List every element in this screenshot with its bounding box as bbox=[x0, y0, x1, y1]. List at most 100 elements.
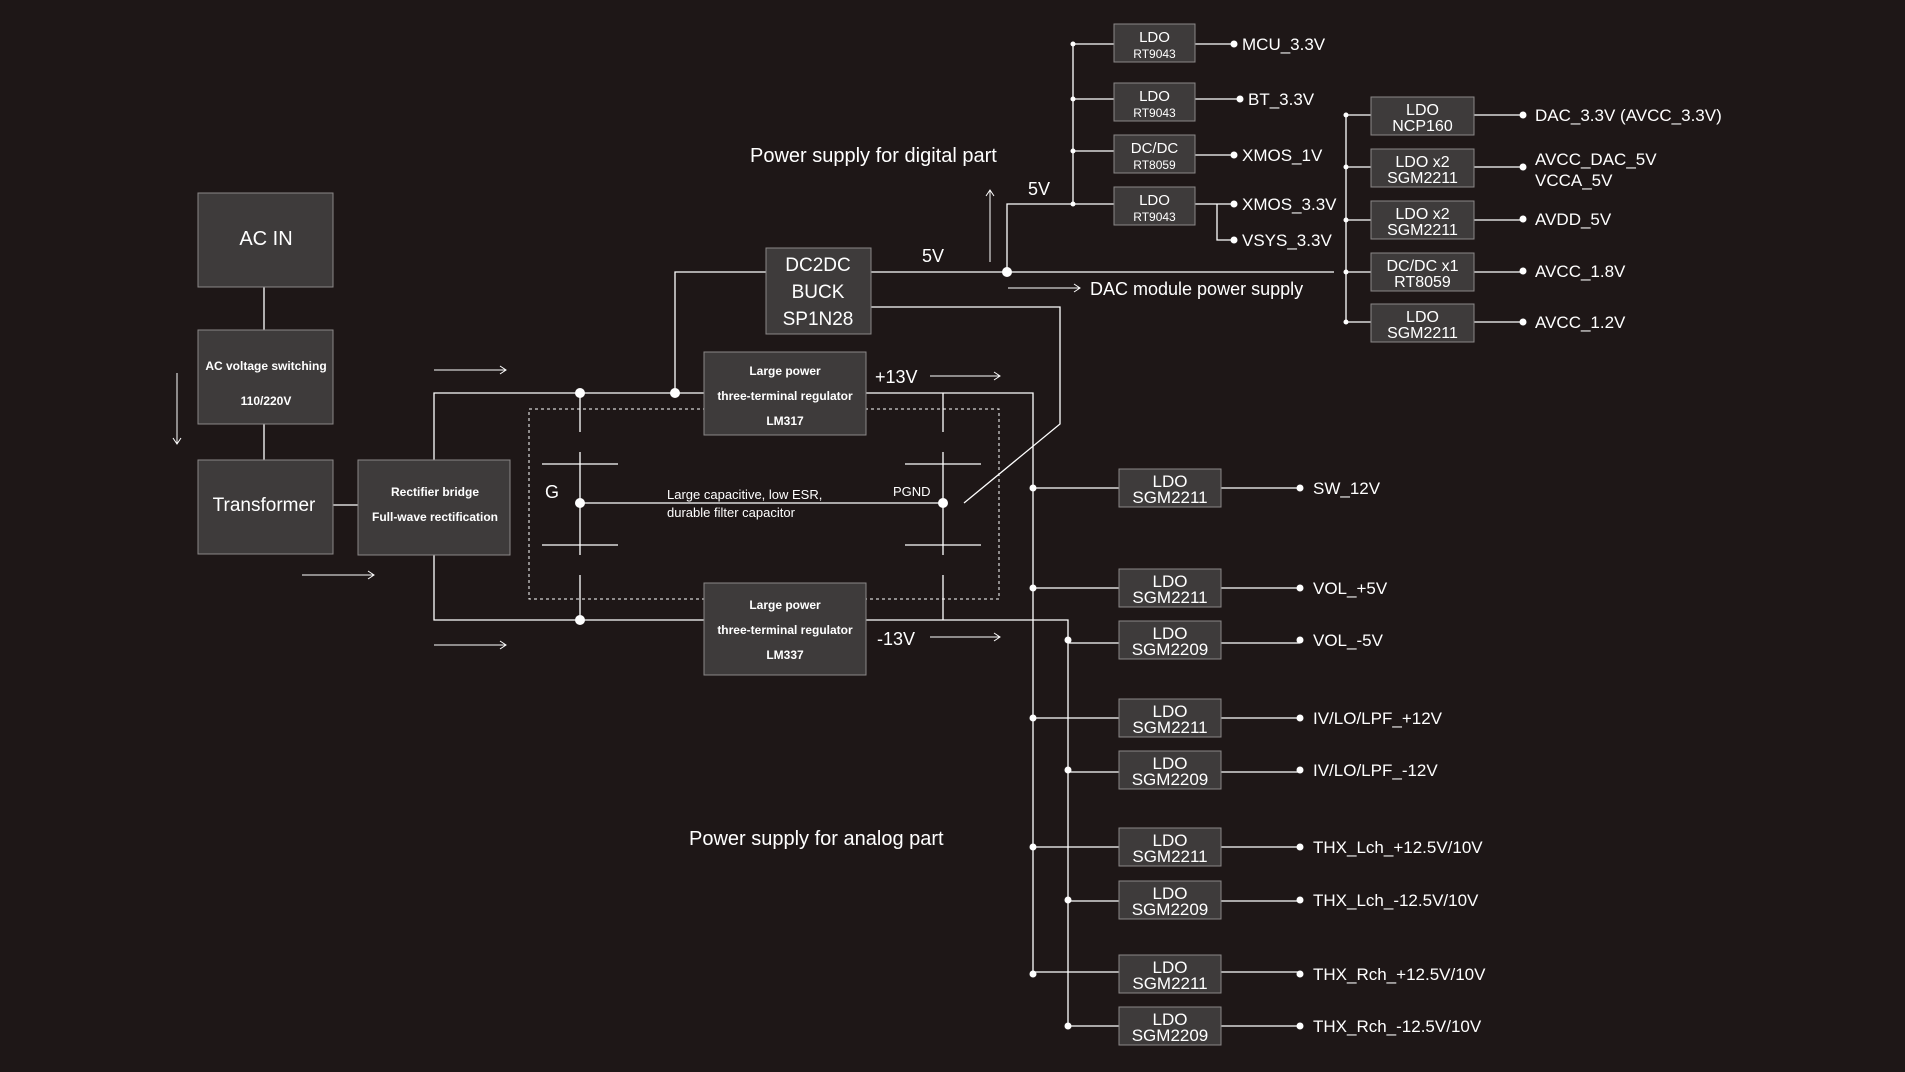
analog-ldo-7-rect bbox=[1118, 880, 1222, 920]
analog-ldo-2-rect bbox=[1118, 568, 1222, 608]
dac-ldo-3-rect bbox=[1370, 200, 1475, 240]
dac-ldo-1-part: NCP160 bbox=[1392, 118, 1453, 135]
digital-output-4-1: XMOS_3.3V bbox=[1242, 195, 1337, 214]
analog-output-dot-6 bbox=[1296, 843, 1304, 851]
dac-module-heading: DAC module power supply bbox=[1090, 279, 1303, 299]
dac-output-dot-5 bbox=[1519, 318, 1527, 326]
dac-output-dot-4 bbox=[1519, 267, 1527, 275]
digital-ldo-2-type: LDO bbox=[1139, 88, 1170, 105]
dac-ldo-5-part: SGM2211 bbox=[1387, 325, 1458, 342]
analog-bus-dot-4 bbox=[1029, 714, 1037, 722]
dac-ldo-5-type: LDO bbox=[1406, 309, 1439, 326]
analog-ldo-7-part: SGM2209 bbox=[1132, 900, 1209, 919]
dac-ldo-4-type: DC/DC x1 bbox=[1386, 258, 1458, 275]
digital-output-dot-2-1 bbox=[1236, 95, 1244, 103]
ground-g-label: G bbox=[545, 482, 559, 502]
analog-output-dot-9 bbox=[1296, 1022, 1304, 1030]
dac-ldo-5-rect bbox=[1370, 303, 1475, 343]
rectification-label: Full-wave rectification bbox=[372, 510, 498, 524]
digital-5v-label: 5V bbox=[1028, 179, 1050, 199]
digital-ldo-1-type: LDO bbox=[1139, 29, 1170, 46]
dac-ldo-2-type: LDO x2 bbox=[1395, 154, 1449, 171]
transformer-block: Transformer bbox=[197, 459, 334, 555]
dac-ldo-3-part: SGM2211 bbox=[1387, 222, 1458, 239]
digital-output-2-1: BT_3.3V bbox=[1248, 90, 1315, 109]
dac-output-3: AVDD_5V bbox=[1535, 210, 1612, 229]
digital-ldo-group: LDORT9043MCU_3.3VLDORT9043BT_3.3VDC/DCRT… bbox=[1113, 23, 1337, 250]
dac-output-2: AVCC_DAC_5V bbox=[1535, 150, 1657, 169]
dac-output-dot-2 bbox=[1519, 163, 1527, 171]
analog-bus-dot-6 bbox=[1029, 843, 1037, 851]
digital-ldo-1-rect bbox=[1113, 23, 1196, 63]
lm337-regulator: Large power three-terminal regulator LM3… bbox=[703, 582, 867, 676]
analog-bus-dot-1 bbox=[1029, 484, 1037, 492]
analog-ldo-1-rect bbox=[1118, 468, 1222, 508]
dac-ldo-4-rect bbox=[1370, 252, 1475, 292]
analog-output-9: THX_Rch_-12.5V/10V bbox=[1313, 1017, 1482, 1036]
analog-heading: Power supply for analog part bbox=[689, 828, 944, 850]
analog-output-7: THX_Lch_-12.5V/10V bbox=[1313, 891, 1479, 910]
analog-ldo-4-part: SGM2211 bbox=[1132, 718, 1207, 737]
analog-ldo-2-part: SGM2211 bbox=[1132, 588, 1207, 607]
analog-ldo-3-rect bbox=[1118, 620, 1222, 660]
dc2dc-line1: DC2DC bbox=[785, 255, 850, 276]
minus13v-label: -13V bbox=[877, 629, 915, 649]
digital-output-dot-1-1 bbox=[1230, 40, 1238, 48]
analog-output-dot-7 bbox=[1296, 896, 1304, 904]
analog-ldo-4-type: LDO bbox=[1153, 702, 1188, 721]
dac-output-dot-3 bbox=[1519, 215, 1527, 223]
analog-ldo-8-part: SGM2211 bbox=[1132, 974, 1207, 993]
lm317-line1: Large power bbox=[749, 364, 821, 378]
digital-ldo-1-part: RT9043 bbox=[1133, 47, 1176, 61]
analog-ldo-5-rect bbox=[1118, 750, 1222, 790]
digital-ldo-3-part: RT8059 bbox=[1133, 158, 1176, 172]
lm337-line1: Large power bbox=[749, 598, 821, 612]
ac-switching-label: AC voltage switching bbox=[205, 359, 326, 373]
analog-output-4: IV/LO/LPF_+12V bbox=[1313, 709, 1443, 728]
lm317-line3: LM317 bbox=[766, 414, 804, 428]
analog-output-5: IV/LO/LPF_-12V bbox=[1313, 761, 1438, 780]
rectifier-block: Rectifier bridge Full-wave rectification bbox=[357, 459, 511, 556]
analog-output-3: VOL_-5V bbox=[1313, 631, 1384, 650]
analog-ldo-8-rect bbox=[1118, 954, 1222, 994]
analog-output-2: VOL_+5V bbox=[1313, 579, 1388, 598]
analog-output-dot-3 bbox=[1296, 636, 1304, 644]
dc2dc-line2: BUCK bbox=[792, 282, 845, 303]
analog-output-dot-4 bbox=[1296, 714, 1304, 722]
digital-output-1-1: MCU_3.3V bbox=[1242, 35, 1326, 54]
analog-ldo-6-type: LDO bbox=[1153, 831, 1188, 850]
capacitor-caption-line2: durable filter capacitor bbox=[667, 505, 796, 520]
analog-ldo-6-rect bbox=[1118, 827, 1222, 867]
ac-in-block: AC IN bbox=[197, 192, 334, 288]
digital-ldo-4-rect bbox=[1113, 186, 1196, 226]
analog-ldo-7-type: LDO bbox=[1153, 884, 1188, 903]
ac-switching-block: AC voltage switching 110/220V bbox=[197, 329, 334, 425]
digital-ldo-3-type: DC/DC bbox=[1131, 140, 1179, 157]
pgnd-label: PGND bbox=[893, 484, 931, 499]
analog-ldo-4-rect bbox=[1118, 698, 1222, 738]
dac-ldo-1-rect bbox=[1370, 96, 1475, 136]
analog-ldo-3-type: LDO bbox=[1153, 624, 1188, 643]
analog-bus-dot-9 bbox=[1064, 1022, 1072, 1030]
junction-dots bbox=[575, 41, 1349, 625]
lm337-line2: three-terminal regulator bbox=[717, 623, 853, 637]
digital-ldo-3-rect bbox=[1113, 134, 1196, 174]
analog-ldo-1-type: LDO bbox=[1153, 472, 1188, 491]
dac-ldo-1-type: LDO bbox=[1406, 102, 1439, 119]
dac-ldo-4-part: RT8059 bbox=[1394, 274, 1451, 291]
lm337-line3: LM337 bbox=[766, 648, 804, 662]
capacitor-caption-line1: Large capacitive, low ESR, bbox=[667, 487, 822, 502]
analog-ldo-8-type: LDO bbox=[1153, 958, 1188, 977]
plus13v-label: +13V bbox=[875, 367, 918, 387]
